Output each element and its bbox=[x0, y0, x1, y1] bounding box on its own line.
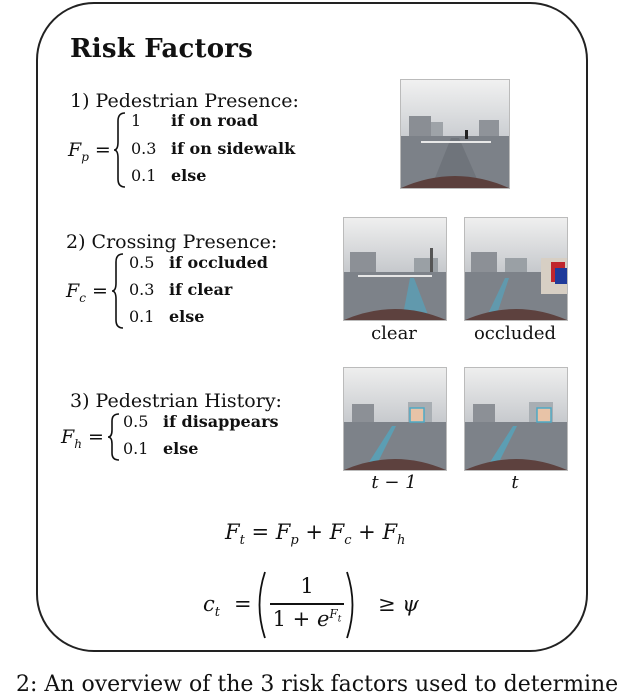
factor-1-brace bbox=[113, 112, 126, 188]
factor-2-clear-label: clear bbox=[371, 323, 417, 344]
confidence-equals: = bbox=[234, 592, 252, 616]
right-paren bbox=[346, 571, 354, 639]
left-paren bbox=[258, 571, 266, 639]
factor-2-brace bbox=[111, 253, 124, 329]
factor-2-heading: 2) Crossing Presence: bbox=[66, 231, 278, 253]
factor-3-current-frame-label: t bbox=[511, 472, 519, 493]
factor-3-current-frame-image bbox=[464, 367, 568, 471]
factor-3-prev-frame-image bbox=[343, 367, 447, 471]
factor-3-brace bbox=[107, 413, 120, 461]
total-risk-formula: Ft = Fp + Fc + Fh bbox=[225, 520, 406, 549]
factor-3-prev-frame-label: t − 1 bbox=[371, 472, 417, 493]
factor-3-heading: 3) Pedestrian History: bbox=[70, 390, 282, 412]
confidence-lhs: ct bbox=[203, 592, 220, 621]
factor-2-clear-image bbox=[343, 217, 447, 321]
factor-2-occluded-label: occluded bbox=[473, 323, 557, 344]
factor-1-road-image bbox=[400, 79, 510, 189]
factor-3-symbol: Fh = bbox=[61, 426, 104, 451]
factor-2-symbol: Fc = bbox=[66, 280, 108, 305]
figure-caption: 2: An overview of the 3 risk factors use… bbox=[16, 672, 619, 697]
factor-2-occluded-image bbox=[464, 217, 568, 321]
factor-1-symbol: Fp = bbox=[68, 139, 111, 164]
factor-1-heading: 1) Pedestrian Presence: bbox=[70, 90, 299, 112]
threshold-relation: ≥ ψ bbox=[378, 592, 419, 616]
fraction-denominator: 1 + eFt bbox=[272, 607, 342, 631]
panel-title: Risk Factors bbox=[70, 34, 253, 64]
fraction-bar bbox=[270, 603, 344, 605]
fraction-numerator: 1 bbox=[300, 574, 314, 598]
